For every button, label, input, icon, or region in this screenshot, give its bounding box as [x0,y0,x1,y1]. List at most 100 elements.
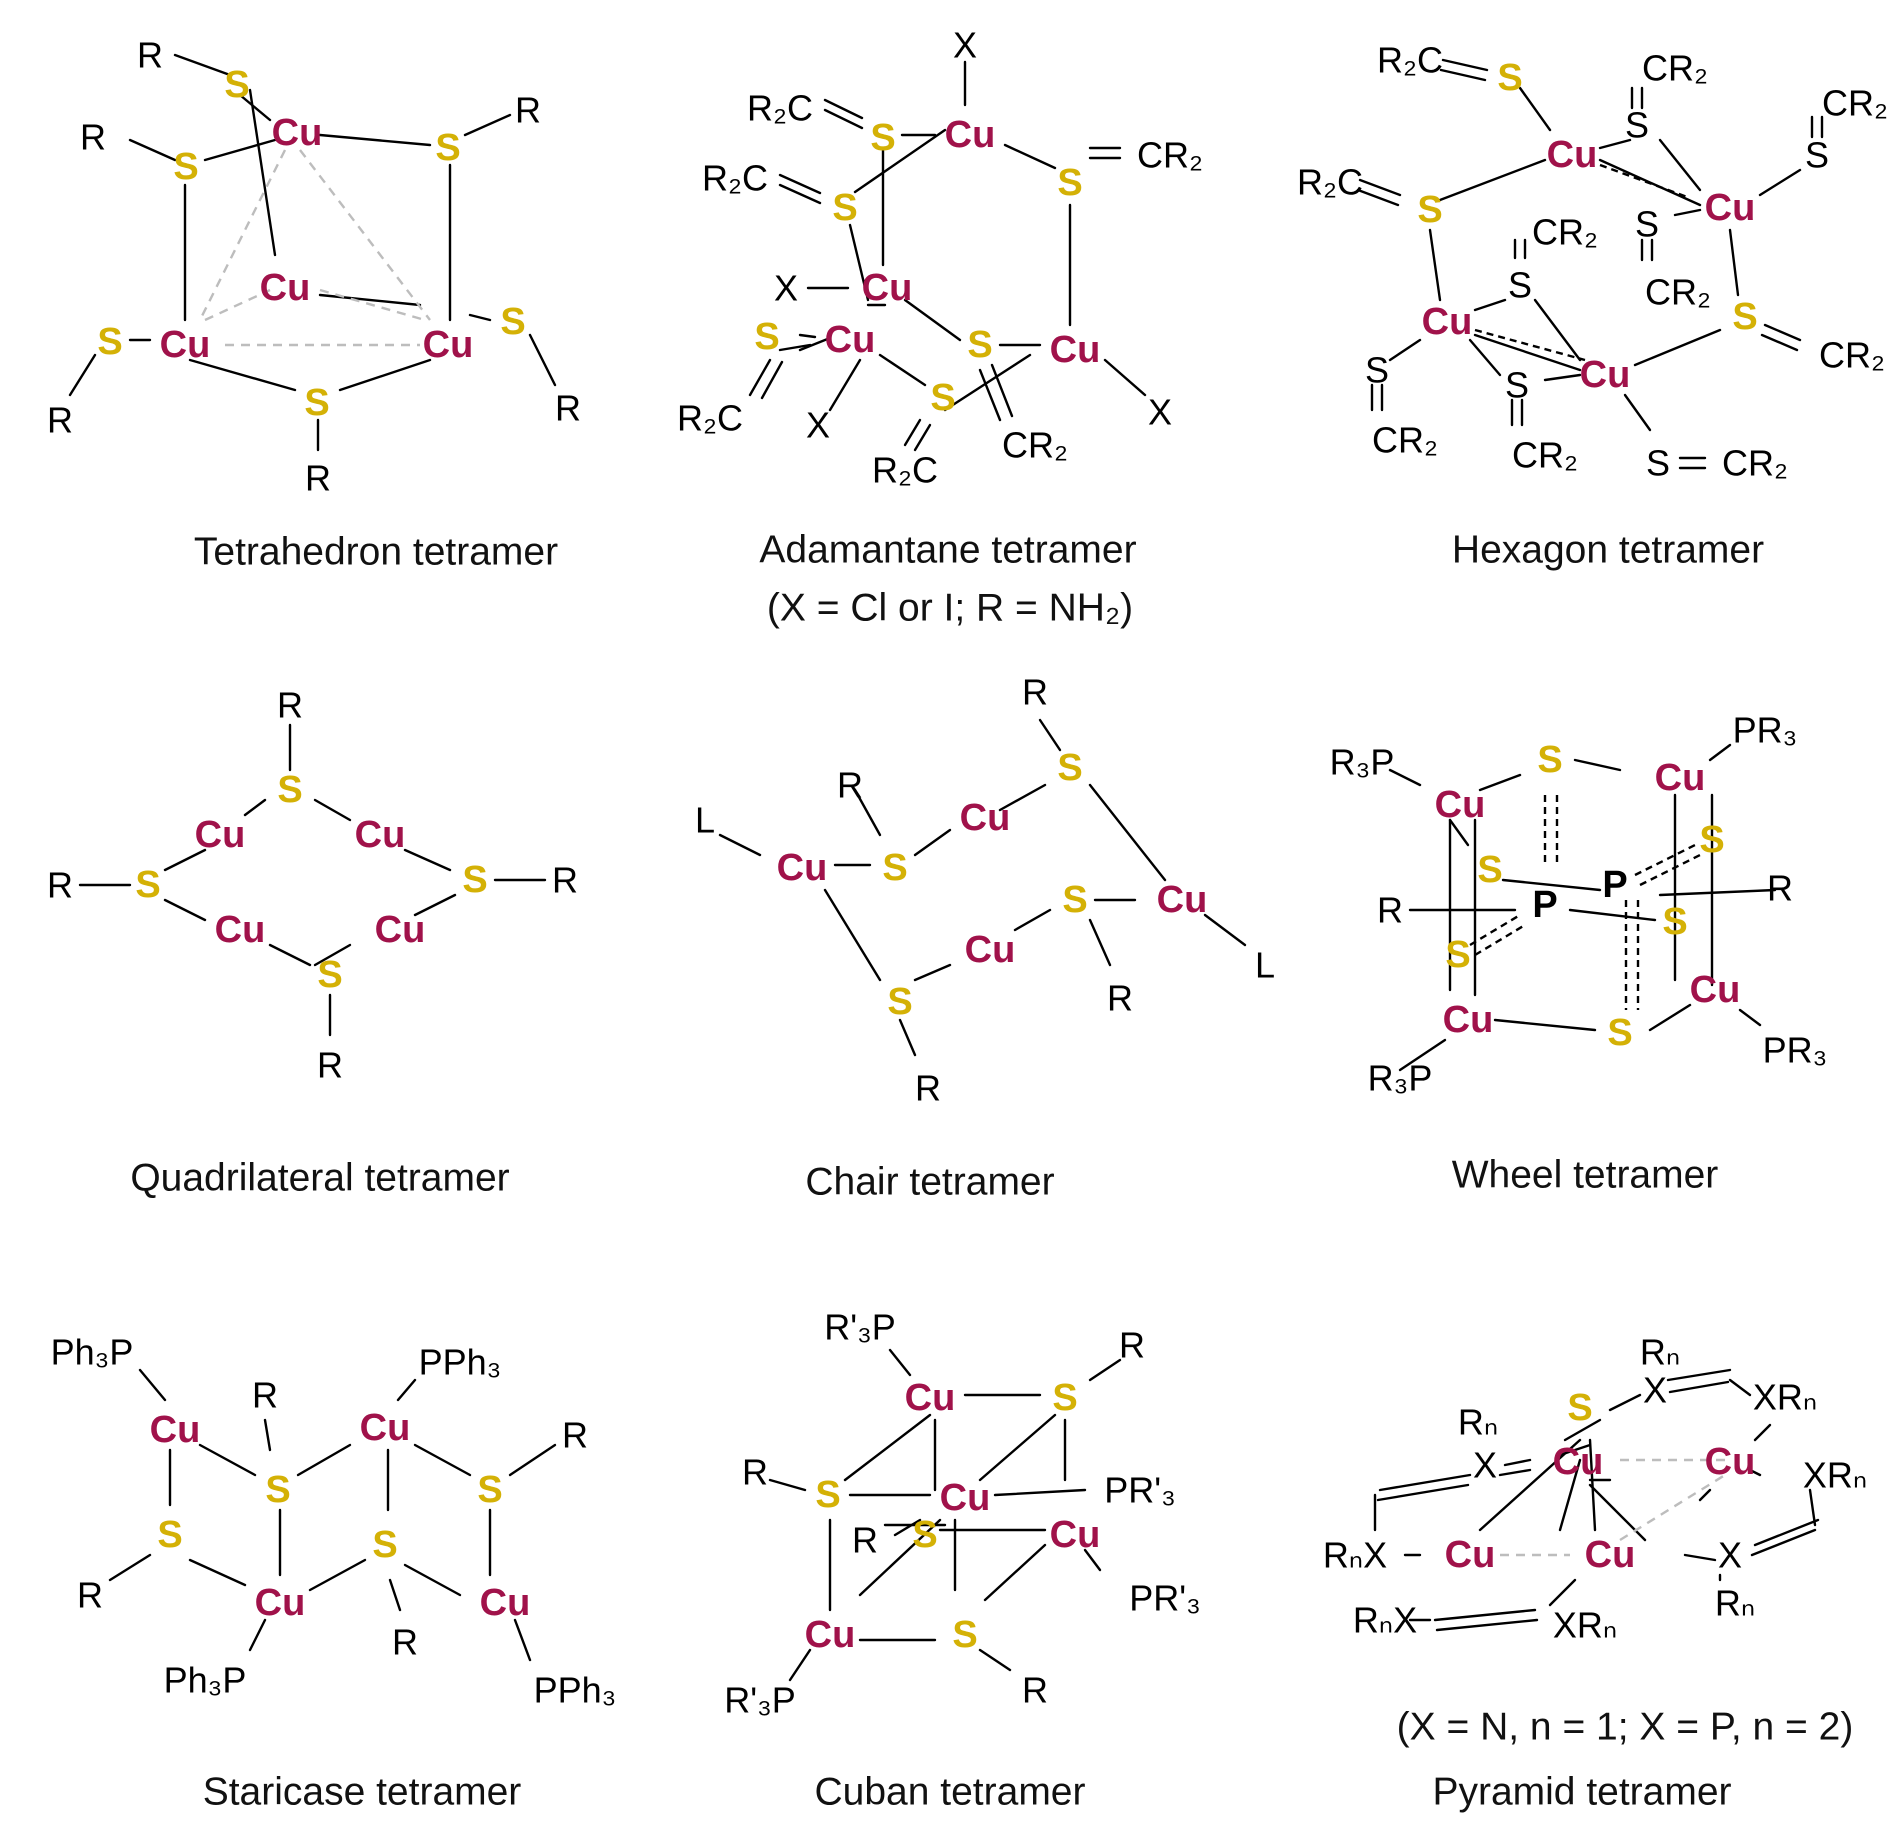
sulfur-atom: S [952,1614,977,1656]
sulfur-atom: S [435,127,460,169]
copper-atom: Cu [1705,187,1756,229]
bonds [108,1368,557,1662]
sulfur-atom: S [1052,1377,1077,1419]
copper-atom: Cu [423,324,474,366]
sulfur-atom: S [157,1514,182,1556]
sulfur-atom: S [930,377,955,419]
sulfur-atom: S [372,1524,397,1566]
sulfur-atom: S [462,859,487,901]
copper-atom: Cu [375,909,426,951]
tetrahedron-tetramer: R S Cu R S S R Cu S Cu Cu S R R S R Tetr… [47,35,581,574]
copper-atom: Cu [960,797,1011,839]
hexagon-tetramer: R₂C S CR₂ S CR₂ S Cu R₂C Cu S S CR₂ CR₂ … [1297,40,1888,572]
r2c-group: R₂C [677,398,743,439]
sulfur-atom: S [1057,747,1082,789]
bonds [1356,58,1824,470]
copper-atom: Cu [777,847,828,889]
copper-atom: Cu [355,814,406,856]
pph3-group: PPh₃ [534,1670,617,1711]
adamantane-tetramer: X R₂C S Cu S CR₂ R₂C S X Cu S Cu S Cu R₂… [677,25,1203,630]
sulfur-atom: S [1508,265,1532,306]
copper-atom: Cu [965,929,1016,971]
caption-hexagon: Hexagon tetramer [1452,529,1764,572]
l-ligand: L [695,800,715,841]
r-label: R [1767,868,1793,909]
copper-atom: Cu [272,112,323,154]
ph3p-group: Ph₃P [51,1332,134,1373]
r2c-group: R₂C [872,450,938,491]
rnx-group: RₙX [1323,1535,1387,1576]
sulfur-atom: S [1365,350,1389,391]
sulfur-atom: S [912,1514,937,1556]
pyramid-tetramer: Rₙ X XRₙ S Rₙ X Cu Cu XRₙ RₙX Cu Cu X Rₙ… [1323,1332,1867,1814]
r-label: R [77,1575,103,1616]
cr2-group: CR₂ [1822,83,1888,124]
copper-atom: Cu [260,267,311,309]
copper-atom: Cu [195,814,246,856]
chair-tetramer: R S R Cu L Cu S S Cu Cu L R S R Chair te… [695,672,1275,1204]
dashed-tetrahedron [198,149,431,347]
caption-cuban: Cuban tetramer [815,1771,1086,1814]
r2c-group: R₂C [1377,40,1443,81]
copper-atom: Cu [1443,999,1494,1041]
atom-labels: X R₂C S Cu S CR₂ R₂C S X Cu S Cu S Cu R₂… [677,25,1203,491]
copper-atom: Cu [1547,134,1598,176]
cr2-group: CR₂ [1645,272,1711,313]
x-label: X [1148,392,1172,433]
r-label: R [562,1415,588,1456]
sulfur-atom: S [1062,879,1087,921]
r-label: R [80,117,106,158]
copper-atom: Cu [1553,1441,1604,1483]
r-label: R [837,765,863,806]
r-label: R [1119,1325,1145,1366]
cr2-group: CR₂ [1372,420,1438,461]
r-label: R [515,90,541,131]
caption-staircase: Staricase tetramer [203,1771,522,1814]
cuban-tetramer: R'₃P R Cu S R S Cu PR'₃ R S Cu PR'₃ Cu S… [724,1307,1201,1814]
atom-labels: R₂C S CR₂ S CR₂ S Cu R₂C Cu S S CR₂ CR₂ … [1297,40,1888,484]
ph3p-group: Ph₃P [164,1660,247,1701]
copper-atom: Cu [1585,1534,1636,1576]
sulfur-atom: S [277,769,302,811]
copper-atom: Cu [215,909,266,951]
copper-atom: Cu [480,1582,531,1624]
sulfur-atom: S [967,324,992,366]
r-prime3p-group: R'₃P [724,1680,796,1721]
r-label: R [1377,890,1403,931]
r-label: R [392,1622,418,1663]
copper-atom: Cu [940,1477,991,1519]
r-label: R [742,1452,768,1493]
dashed-links [1500,1458,1726,1557]
rnx-group: RₙX [1353,1600,1417,1641]
copper-atom: Cu [1445,1534,1496,1576]
sulfur-atom: S [882,847,907,889]
caption-wheel: Wheel tetramer [1452,1154,1719,1197]
atom-labels: R S Cu Cu R S S R Cu Cu S R [47,685,578,1086]
copper-atom: Cu [1655,757,1706,799]
sulfur-atom: S [135,864,160,906]
r-label: R [317,1045,343,1086]
staircase-tetramer: Ph₃P PPh₃ R Cu Cu R S S S S R Cu Cu R Ph… [51,1332,617,1814]
atom-labels: R S R Cu L Cu S S Cu Cu L R S R [695,672,1275,1109]
copper-atom: Cu [1435,784,1486,826]
r3p-group: R₃P [1330,742,1395,783]
atom-labels: PR₃ R₃P S Cu Cu S S P R R P S S Cu Cu S … [1330,710,1828,1099]
copper-atom: Cu [1422,301,1473,343]
rn-group: Rₙ [1715,1583,1755,1624]
x-label: X [1473,1445,1497,1486]
copper-atom: Cu [360,1407,411,1449]
r-label: R [852,1520,878,1561]
bonds [1373,1368,1820,1632]
r-label: R [47,400,73,441]
r-label: R [1107,978,1133,1019]
x-label: X [774,268,798,309]
sulfur-atom: S [887,981,912,1023]
copper-atom: Cu [1050,1514,1101,1556]
caption-adamantane: Adamantane tetramer [759,529,1136,572]
sulfur-atom: S [1699,819,1724,861]
bonds [768,1348,1122,1682]
copper-atom: Cu [1050,329,1101,371]
sulfur-atom: S [1477,849,1502,891]
r-prime3p-group: R'₃P [824,1307,896,1348]
x-label: X [953,25,977,66]
